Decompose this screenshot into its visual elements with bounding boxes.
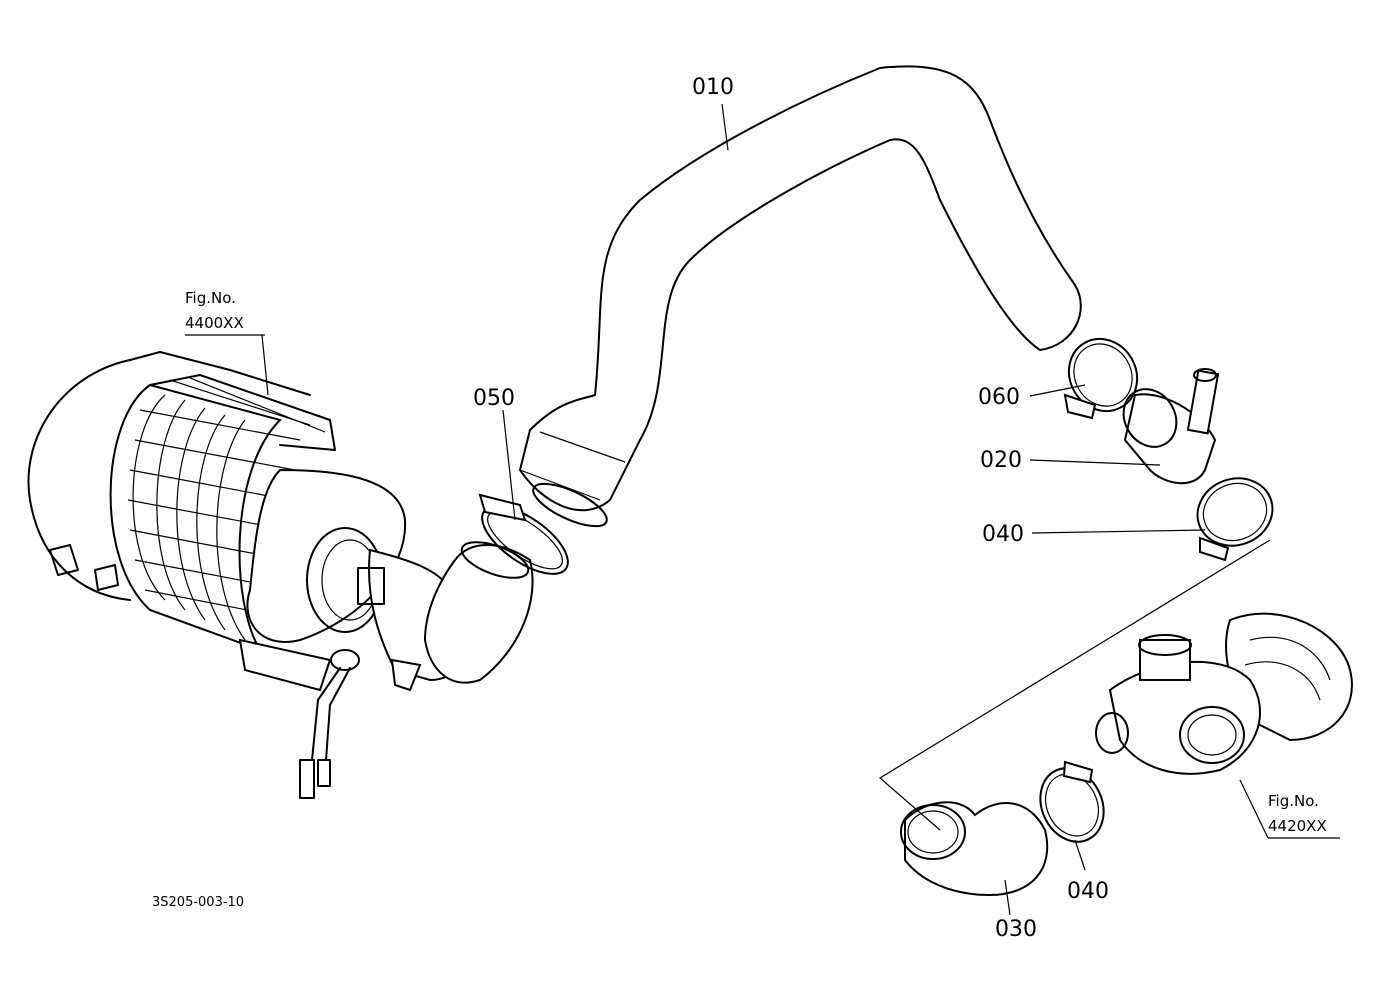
fig-ref-label-right: Fig.No.	[1268, 792, 1319, 810]
clamp-040-lower	[1039, 760, 1105, 843]
part-label-010: 010	[692, 75, 734, 100]
leader-lines	[185, 103, 1340, 916]
elbow-hose-030	[900, 801, 1049, 897]
intake-hose-010	[518, 65, 1082, 528]
figure-references: Fig.No. 4400XX Fig.No. 4420XX	[185, 289, 1327, 835]
fig-ref-number-left: 4400XX	[185, 314, 244, 332]
pipe-020	[1122, 368, 1220, 485]
fig-ref-label-left: Fig.No.	[185, 289, 236, 307]
air-cleaner-assembly	[27, 351, 474, 799]
turbocharger-assembly	[1095, 612, 1353, 775]
drawing-id: 3S205-003-10	[152, 895, 244, 910]
part-label-040-lower: 040	[1067, 879, 1109, 904]
clamp-040-upper	[1196, 477, 1274, 562]
air-cleaner-elbow	[423, 541, 534, 684]
part-label-040-upper: 040	[982, 522, 1024, 547]
part-labels: 010 050 060 020 040 040 030	[473, 75, 1109, 942]
clamp-060	[1063, 337, 1139, 420]
fig-ref-number-right: 4420XX	[1268, 817, 1327, 835]
part-label-050: 050	[473, 386, 515, 411]
part-label-020: 020	[980, 448, 1022, 473]
part-label-060: 060	[978, 385, 1020, 410]
part-label-030: 030	[995, 917, 1037, 942]
